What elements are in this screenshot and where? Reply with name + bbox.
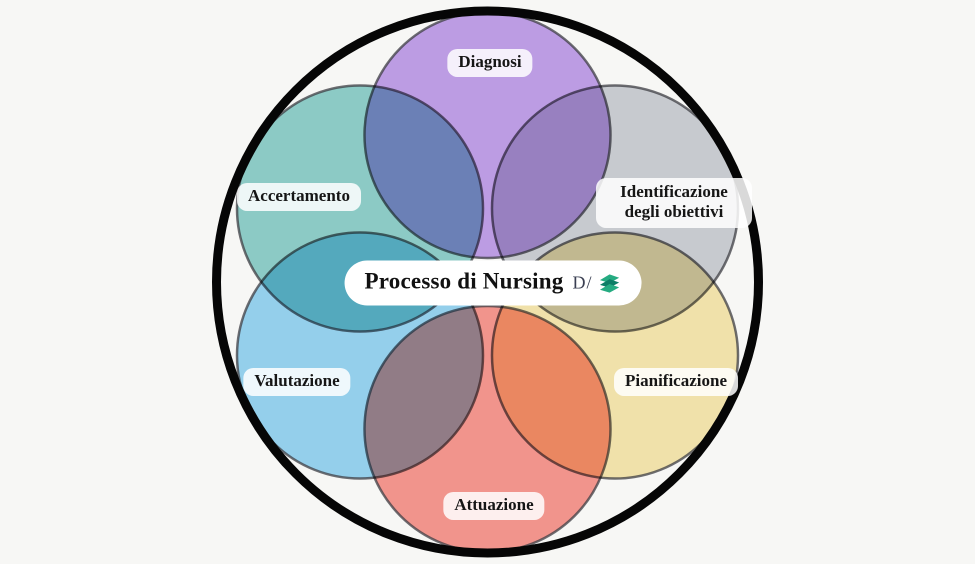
petal-label-valutazione: Valutazione xyxy=(243,367,351,397)
brand-logo-text: D/ xyxy=(572,272,593,293)
petal-label-diagnosi: Diagnosi xyxy=(447,48,533,78)
petal-label-pianificazione: Pianificazione xyxy=(614,367,738,397)
book-page-bottom xyxy=(599,283,620,293)
petal-label-accertamento: Accertamento xyxy=(237,182,361,212)
diagram-title: Processo di Nursing xyxy=(364,268,564,294)
petal-label-attuazione: Attuazione xyxy=(443,491,545,521)
book-page-top xyxy=(599,274,620,283)
petal-label-identificazione: Identificazione degli obiettivi xyxy=(596,177,752,229)
brand-logo: D/ xyxy=(572,269,621,295)
docsity-book-icon xyxy=(599,274,620,293)
outer-ring-circle xyxy=(212,6,763,558)
center-title-pill: Processo di Nursing D/ xyxy=(344,260,642,306)
book-page-middle xyxy=(599,279,620,288)
